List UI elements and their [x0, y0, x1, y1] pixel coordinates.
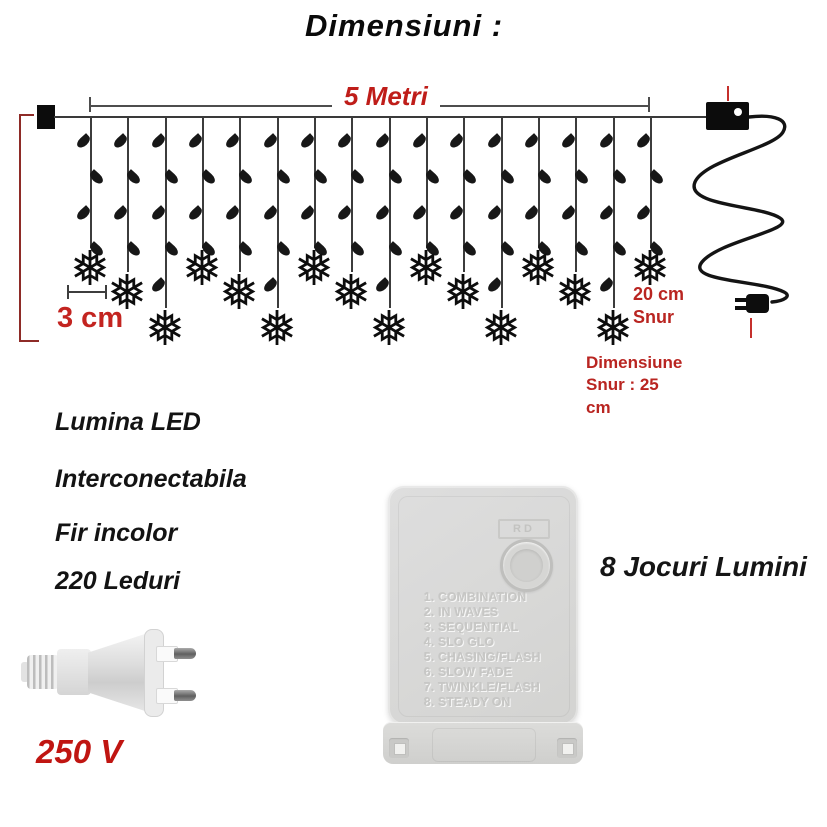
controller-mode-label: 2. IN WAVES: [424, 605, 499, 619]
snowflake-icon: ❅: [330, 267, 372, 320]
snowflake-icon: ❅: [69, 243, 111, 296]
length-dimension-tick-right: [648, 97, 650, 112]
controller-mode-label: 6. SLOW FADE: [424, 665, 513, 679]
spacing-dimension-line: [68, 291, 107, 293]
snowflake-icon: ❅: [144, 303, 186, 356]
controller-mode-label: 1. COMBINATION: [424, 590, 527, 604]
inline-controller-box: [706, 102, 749, 130]
curtain-drop-wire: [650, 117, 652, 248]
spacing-label: 3 cm: [57, 302, 124, 334]
cord-length-label: Dimensiune Snur : 25 cm: [586, 353, 683, 417]
plug-prong-pin-bottom: [174, 690, 196, 701]
controller-bottom-flange: [383, 722, 583, 764]
snowflake-icon: ❅: [181, 243, 223, 296]
red-marker-bottom: [750, 318, 752, 338]
height-bracket-line: [19, 114, 21, 342]
controller-mode-label: 3. SEQUENTIAL: [424, 620, 519, 634]
snowflake-icon: ❅: [256, 303, 298, 356]
controller-logo-badge: RD: [498, 519, 550, 539]
curtain-drop-wire: [463, 117, 465, 272]
controller-mode-label: 8. STEADY ON: [424, 695, 511, 709]
snowflake-icon: ❅: [592, 303, 634, 356]
curtain-drop-wire: [314, 117, 316, 248]
snowflake-icon: ❅: [293, 243, 335, 296]
plug-cable-tip: [21, 662, 29, 682]
controller-mode-label: 4. SLO GLO: [424, 635, 495, 649]
curtain-drop-wire: [389, 117, 391, 308]
spacing-dimension-tick-left: [67, 285, 69, 299]
controller-flange-recess: [432, 728, 536, 762]
plug-neck: [57, 649, 91, 695]
curtain-drop-wire: [202, 117, 204, 248]
diagram-plug-icon: [746, 294, 769, 313]
controller-box: [388, 486, 578, 725]
length-dimension-tick-left: [89, 97, 91, 112]
feature-interconectabila: Interconectabila: [55, 465, 247, 493]
snowflake-icon: ❅: [218, 267, 260, 320]
spacing-dimension-tick-right: [105, 285, 107, 299]
snowflake-icon: ❅: [629, 243, 671, 296]
feature-220-leduri: 220 Leduri: [55, 567, 181, 595]
feature-lumina-led: Lumina LED: [55, 408, 201, 436]
controller-mode-button-face: [510, 549, 543, 582]
diagram-plug-prong: [735, 306, 747, 310]
controller-screw-hole-left: [394, 743, 406, 755]
string-end-connector: [37, 105, 55, 129]
snowflake-icon: ❅: [517, 243, 559, 296]
red-marker-top: [727, 86, 729, 101]
controller-mode-label: 7. TWINKLE/FLASH: [424, 680, 541, 694]
snowflake-icon: ❅: [442, 267, 484, 320]
controller-mode-label: 5. CHASING/FLASH: [424, 650, 541, 664]
power-cord-curve: [692, 114, 789, 304]
height-bracket-cap-top: [19, 114, 34, 116]
snowflake-icon: ❅: [554, 267, 596, 320]
curtain-drop-wire: [127, 117, 129, 272]
snowflake-icon: ❅: [405, 243, 447, 296]
height-bracket-cap-bottom: [19, 340, 39, 342]
curtain-drop-wire: [90, 117, 92, 248]
curtain-drop-wire: [575, 117, 577, 272]
controller-face-outline: [398, 496, 570, 717]
curtain-drop-wire: [501, 117, 503, 308]
length-label: 5 Metri: [332, 81, 440, 112]
curtain-drop-wire: [239, 117, 241, 272]
diagram-plug-prong: [735, 298, 747, 302]
curtain-drop-wire: [613, 117, 615, 308]
curtain-drop-wire: [165, 117, 167, 308]
plug-prong-pin-top: [174, 648, 196, 659]
curtain-drop-wire: [426, 117, 428, 248]
curtain-drop-wire: [277, 117, 279, 308]
controller-screw-hole-right: [562, 743, 574, 755]
drop-length-label: 20 cm Snur: [633, 284, 685, 328]
light-modes-label: 8 Jocuri Lumini: [600, 551, 807, 582]
page-title: Dimensiuni :: [305, 8, 504, 43]
main-wire: [54, 116, 710, 118]
curtain-drop-wire: [538, 117, 540, 248]
plug-strain-relief: [27, 655, 59, 689]
voltage-label: 250 V: [36, 733, 123, 770]
snowflake-icon: ❅: [480, 303, 522, 356]
snowflake-icon: ❅: [106, 267, 148, 320]
curtain-drop-wire: [351, 117, 353, 272]
snowflake-icon: ❅: [368, 303, 410, 356]
inline-controller-button-icon: [734, 108, 742, 116]
feature-fir-incolor: Fir incolor: [55, 519, 178, 547]
